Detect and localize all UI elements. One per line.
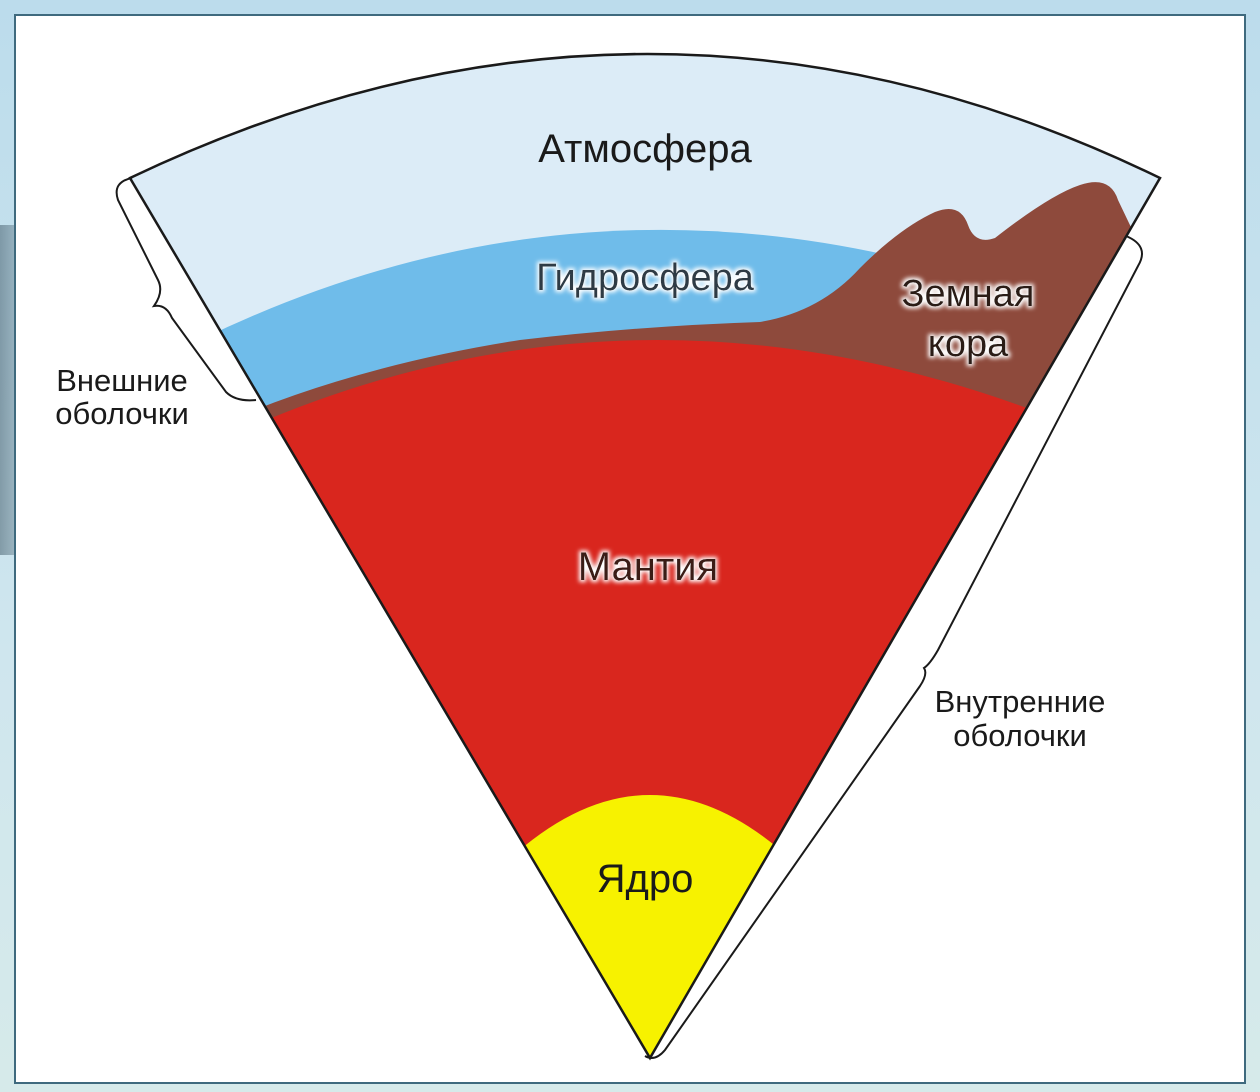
mantle-label: Мантия — [578, 545, 718, 589]
inner-shells-bracket — [644, 235, 1143, 1059]
outer-shells-label-line1: Внешние — [56, 363, 188, 398]
outer-shells-bracket — [115, 177, 257, 402]
crust-label-line1: Земная — [902, 273, 1035, 315]
crust-label-line2: кора — [928, 323, 1009, 365]
wedge-outline — [128, 52, 1162, 1061]
outer-shells-label-line2: оболочки — [55, 396, 189, 431]
hydrosphere-label: Гидросфера — [536, 257, 755, 299]
inner-shells-label-line1: Внутренние — [935, 684, 1106, 719]
atmosphere-label: Атмосфера — [538, 127, 752, 171]
inner-shells-label-line2: оболочки — [953, 718, 1087, 753]
core-label: Ядро — [597, 857, 694, 901]
